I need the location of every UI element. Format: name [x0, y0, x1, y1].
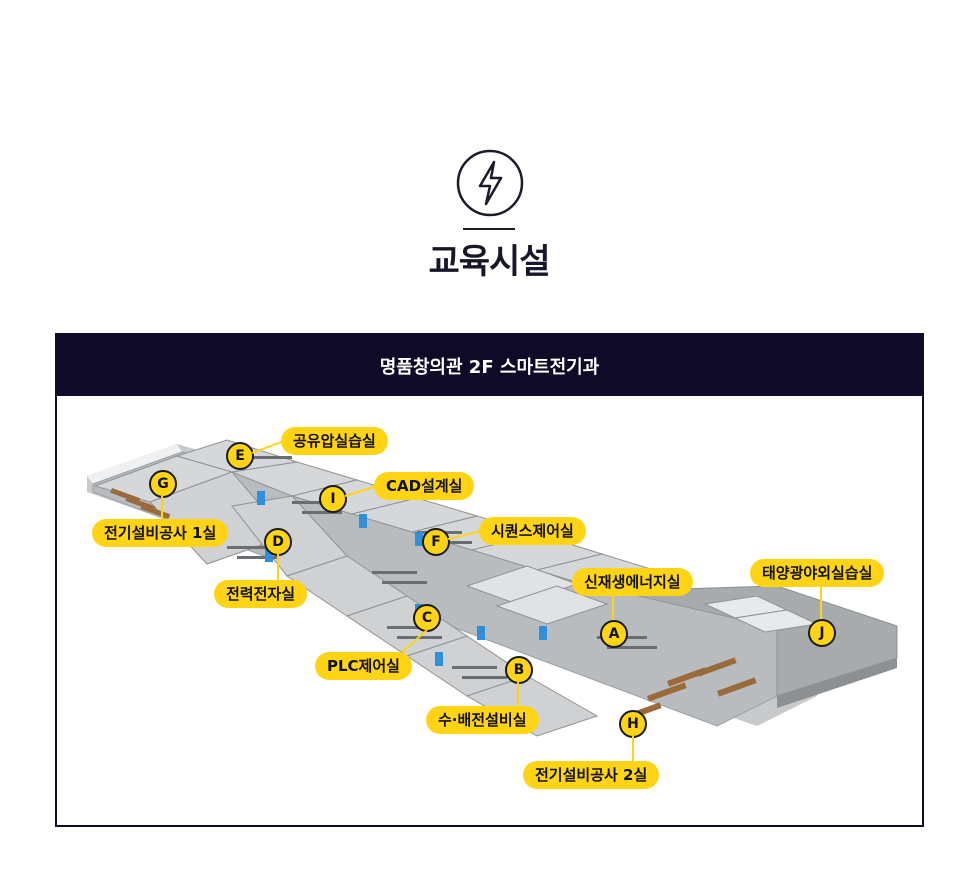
marker-connectors: [161, 440, 822, 761]
room-marker-g[interactable]: G: [149, 470, 177, 498]
room-label-d[interactable]: 전력전자실: [214, 580, 308, 608]
room-label-e[interactable]: 공유압실습실: [281, 427, 388, 455]
page-title: 교육시설: [428, 242, 550, 282]
room-label-j[interactable]: 태양광야외실습실: [750, 559, 885, 587]
title-underline: [463, 228, 515, 230]
room-marker-e[interactable]: E: [226, 442, 254, 470]
room-marker-d[interactable]: D: [264, 528, 292, 556]
lightning-bolt-icon: [455, 148, 525, 218]
room-marker-a[interactable]: A: [600, 620, 628, 648]
room-label-b[interactable]: 수·배전설비실: [426, 706, 539, 734]
room-label-h[interactable]: 전기설비공사 2실: [523, 761, 660, 789]
room-marker-j[interactable]: J: [808, 619, 836, 647]
floorplan-3d: [87, 439, 898, 737]
room-label-c[interactable]: PLC제어실: [315, 652, 412, 680]
map-area: 공유압실습실 E CAD설계실 I 전기설비공사 1실 G 시퀀스제어실 F 전…: [57, 396, 922, 825]
floor-map-panel: 명품창의관 2F 스마트전기과: [55, 333, 924, 827]
room-marker-f[interactable]: F: [422, 528, 450, 556]
room-label-i[interactable]: CAD설계실: [374, 472, 475, 500]
room-label-a[interactable]: 신재생에너지실: [572, 568, 693, 596]
room-label-f[interactable]: 시퀀스제어실: [479, 517, 586, 545]
panel-header: 명품창의관 2F 스마트전기과: [57, 335, 922, 396]
room-label-g[interactable]: 전기설비공사 1실: [92, 519, 229, 547]
room-marker-i[interactable]: I: [319, 485, 347, 513]
